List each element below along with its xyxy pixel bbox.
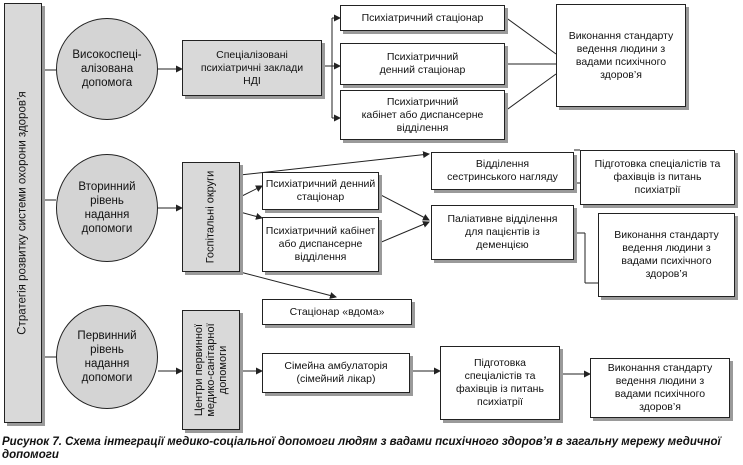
cabinet-box: Психіатричний кабінет або диспансерне ві…: [340, 90, 505, 140]
pmsd-centers-label: Центри первинної медико-санітарної допом…: [193, 323, 229, 417]
palliative-box: Паліативне відділення для пацієнтів із д…: [431, 205, 574, 260]
pmsd-centers-box: Центри первинної медико-санітарної допом…: [182, 310, 240, 430]
figure-caption: Рисунок 7. Схема інтеграції медико-соціа…: [2, 436, 721, 461]
standard-box-3: Виконання стандарту ведення людини з вад…: [590, 358, 730, 418]
home-hospital-box: Стаціонар «вдома»: [262, 299, 412, 325]
hospital-districts-label: Госпітальні округи: [204, 170, 217, 264]
training-box-2: Підготовка спеціалістів та фахівців із п…: [580, 150, 735, 205]
day-hospital-box: Психіатричний денний стаціонар: [340, 43, 505, 85]
family-clinic-box: Сімейна амбулаторія (сімейний лікар): [262, 353, 410, 393]
strategy-label: Стратегія розвитку системи охорони здоро…: [16, 91, 29, 335]
standard-box-1: Виконання стандарту ведення людини з вад…: [556, 4, 686, 107]
specialized-institutions-box: Спеціалізовані психіатричні заклади НДІ: [182, 40, 322, 96]
level-secondary-circle: Вторинний рівень надання допомоги: [56, 154, 158, 262]
hospital-districts-box: Госпітальні округи: [182, 162, 240, 272]
day-hospital-box-2: Психіатричний денний стаціонар: [262, 172, 379, 210]
nursing-box: Відділення сестринського нагляду: [431, 152, 574, 190]
level-primary-circle: Первинний рівень надання допомоги: [56, 305, 158, 409]
level-high-circle: Високоспеці- алізована допомога: [56, 18, 158, 120]
strategy-bar: Стратегія розвитку системи охорони здоро…: [4, 3, 42, 423]
training-box-3: Підготовка спеціалістів та фахівців із п…: [440, 346, 560, 420]
standard-box-2: Виконання стандарту ведення людини з вад…: [598, 213, 735, 297]
cabinet-box-2: Психіатричний кабінет або диспансерне ві…: [262, 217, 379, 272]
inpatient-box: Психіатричний стаціонар: [340, 5, 505, 31]
